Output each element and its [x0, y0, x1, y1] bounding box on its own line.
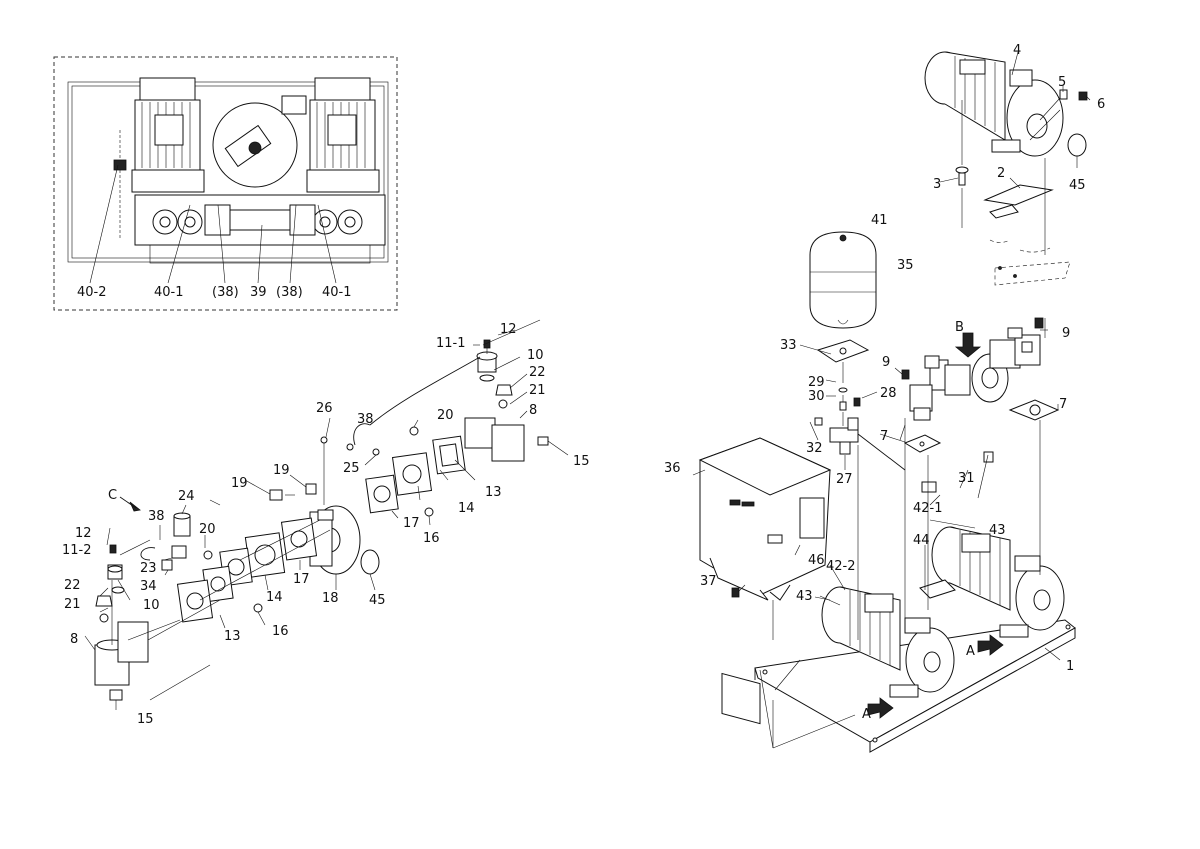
label-8-bot: 8 [70, 632, 78, 647]
label-13-bot: 13 [224, 629, 241, 644]
label-29: 29 [808, 375, 825, 390]
label-46: 46 [808, 553, 825, 568]
label-1: 1 [1066, 659, 1074, 674]
pump-casing-flange [309, 505, 361, 575]
label-A-left: A [862, 707, 871, 722]
label-42-1: 42-1 [913, 501, 943, 516]
right-exploded-assembly: 4 5 6 3 2 45 41 35 33 B 9 9 29 30 28 7 7… [664, 43, 1105, 753]
label-22-bot: 22 [64, 578, 81, 593]
label-21-bot: 21 [64, 597, 81, 612]
upper-outlet-elbow [464, 339, 549, 462]
label-38-left: (38) [212, 285, 239, 300]
label-40-2: 40-2 [77, 285, 107, 300]
label-11-2: 11-2 [62, 543, 92, 558]
upper-pump-42-1 [931, 526, 1065, 638]
label-42-2: 42-2 [826, 559, 856, 574]
label-3: 3 [933, 177, 941, 192]
control-box [698, 437, 832, 725]
label-16-top: 16 [423, 531, 440, 546]
label-40-1-left: 40-1 [154, 285, 184, 300]
label-31: 31 [958, 471, 975, 486]
top-motor-pump [924, 51, 1064, 157]
label-41: 41 [871, 213, 888, 228]
label-6: 6 [1097, 97, 1105, 112]
label-12-top: 12 [500, 322, 517, 337]
left-exploded-assembly: 12 11-1 10 22 21 8 15 13 14 16 17 20 38 … [62, 319, 590, 727]
label-26: 26 [316, 401, 333, 416]
label-20-top: 20 [437, 408, 454, 423]
label-45-right: 45 [1069, 178, 1086, 193]
label-10-top: 10 [527, 348, 544, 363]
label-5: 5 [1058, 75, 1066, 90]
label-36: 36 [664, 461, 681, 476]
label-17-mid: 17 [293, 572, 310, 587]
label-38-right: (38) [276, 285, 303, 300]
label-27: 27 [836, 472, 853, 487]
label-38-mid: 38 [148, 509, 165, 524]
label-C: C [108, 488, 117, 503]
label-12-bot: 12 [75, 526, 92, 541]
label-19-a: 19 [273, 463, 290, 478]
inset-overview: 40-2 40-1 (38) 39 (38) 40-1 [53, 56, 398, 311]
label-25: 25 [343, 461, 360, 476]
label-10-bot: 10 [143, 598, 160, 613]
label-13-top: 13 [485, 485, 502, 500]
label-A-right: A [966, 644, 975, 659]
label-32: 32 [806, 441, 823, 456]
label-15-bot: 15 [137, 712, 154, 727]
label-33: 33 [780, 338, 797, 353]
label-22-top: 22 [529, 365, 546, 380]
label-11-1: 11-1 [436, 336, 466, 351]
label-35: 35 [897, 258, 914, 273]
label-19-b: 19 [231, 476, 248, 491]
label-23: 23 [140, 561, 157, 576]
label-24: 24 [178, 489, 195, 504]
label-16-bot: 16 [272, 624, 289, 639]
label-39: 39 [250, 285, 267, 300]
label-14-top: 14 [458, 501, 475, 516]
label-9-right: 9 [1062, 326, 1070, 341]
inset-left-motor [131, 77, 205, 193]
label-43-right: 43 [989, 523, 1006, 538]
label-4: 4 [1013, 43, 1021, 58]
label-43-left: 43 [796, 589, 813, 604]
label-37: 37 [700, 574, 717, 589]
label-15-top: 15 [573, 454, 590, 469]
label-40-1-right: 40-1 [322, 285, 352, 300]
label-18: 18 [322, 591, 339, 606]
label-8-top: 8 [529, 403, 537, 418]
upper-manifold [901, 317, 1044, 421]
label-44: 44 [913, 533, 930, 548]
label-7-left: 7 [880, 429, 888, 444]
label-14-mid: 14 [266, 590, 283, 605]
label-28: 28 [880, 386, 897, 401]
pressure-tank [809, 231, 877, 329]
inset-right-motor [306, 77, 380, 193]
label-45-left: 45 [369, 593, 386, 608]
label-30: 30 [808, 389, 825, 404]
label-7-right: 7 [1059, 397, 1067, 412]
label-34: 34 [140, 579, 157, 594]
label-9-left: 9 [882, 355, 890, 370]
label-17-top: 17 [403, 516, 420, 531]
lower-outlet-elbow [94, 544, 149, 701]
label-21-top: 21 [529, 383, 546, 398]
label-20-mid: 20 [199, 522, 216, 537]
label-B: B [955, 320, 964, 335]
label-38-top: 38 [357, 412, 374, 427]
label-2: 2 [997, 166, 1005, 181]
